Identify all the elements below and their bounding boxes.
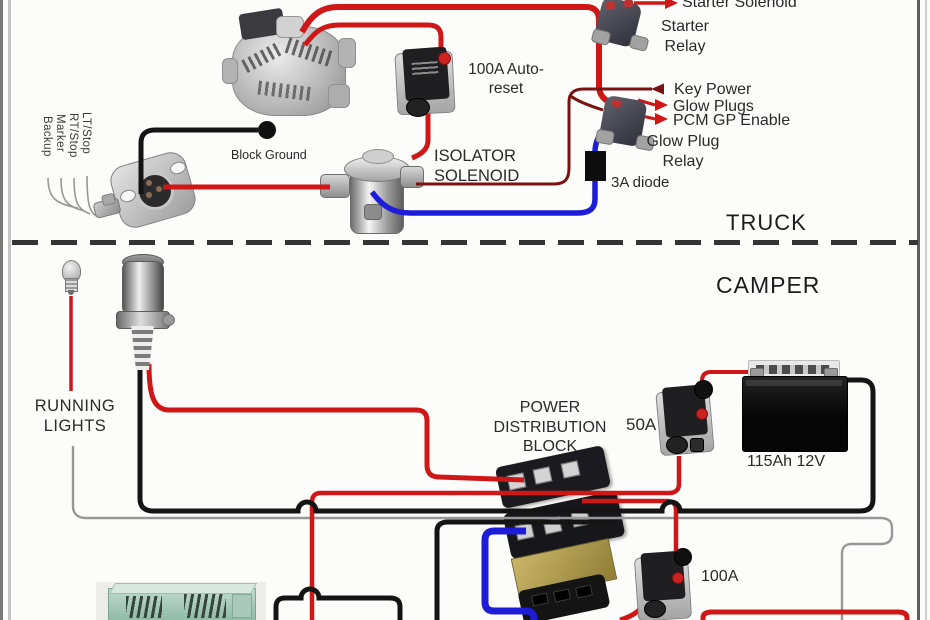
wire-red-breaker-solenoid xyxy=(411,112,431,161)
diode-body xyxy=(585,151,606,181)
connector-pin-1 xyxy=(146,180,152,186)
breaker50-knob xyxy=(694,380,713,399)
breaker50-post-2 xyxy=(690,438,704,452)
starter-relay-image xyxy=(590,0,650,52)
breaker100c-knob xyxy=(674,548,692,566)
battery-body xyxy=(742,376,848,452)
pcm-gp-enable-label: PCM GP Enable xyxy=(673,112,791,129)
plug-spring xyxy=(131,326,154,370)
pin-label-lt-stop: LT/Stop xyxy=(80,112,92,155)
circuit-breaker-100a-truck xyxy=(394,46,456,118)
frame-left-outer xyxy=(0,0,3,620)
bulb-tip xyxy=(68,290,74,295)
pcm-arrowhead xyxy=(655,113,668,125)
wire-red-bus-left xyxy=(309,456,682,620)
wire-red-charge-line xyxy=(146,363,525,483)
battery-body-highlight xyxy=(746,380,842,386)
starter-solenoid-label: Starter Solenoid xyxy=(682,0,797,11)
breaker-100a-camper-label: 100A xyxy=(701,568,739,585)
wire-black-ground-main xyxy=(137,364,876,514)
converter-side-panel xyxy=(232,594,252,618)
glow-relay-terminal xyxy=(611,99,622,108)
power-converter-image xyxy=(96,582,266,620)
battery-image xyxy=(742,358,848,452)
block-ground-dot xyxy=(258,121,276,139)
running-lights-label: RUNNING LIGHTS xyxy=(34,397,116,436)
truck-camper-divider xyxy=(12,240,918,245)
converter-vents-2 xyxy=(184,594,226,618)
glow-plug-relay-label: Glow Plug Relay xyxy=(646,133,720,170)
starter-relay-label: Starter Relay xyxy=(660,18,709,55)
breaker-50a-label: 50A xyxy=(626,415,657,434)
wire-blue-camper xyxy=(481,527,538,620)
truck-section-label: TRUCK xyxy=(726,210,807,235)
pin-label-backup: Backup xyxy=(41,116,53,157)
starter-relay-ear-right xyxy=(628,34,650,52)
pin-label-rt-stop: RT/Stop xyxy=(67,113,79,158)
wire-black-bottom-loop xyxy=(273,586,403,620)
starter-relay-terminal xyxy=(606,2,615,9)
solenoid-top-button xyxy=(362,149,394,164)
frame-right-inner xyxy=(925,0,927,620)
breaker100c-stud-red xyxy=(672,572,684,584)
breaker-100a-label: 100A Auto-reset xyxy=(468,61,544,97)
battery-caps xyxy=(756,365,830,374)
alternator-image xyxy=(222,7,356,118)
key-power-arrowhead xyxy=(651,83,664,95)
wire-red-alt-relay xyxy=(299,3,615,107)
wire-red-alt-breaker xyxy=(302,22,444,58)
isolator-solenoid-label: ISOLATOR SOLENOID xyxy=(434,147,520,186)
pdb-label: POWER DISTRIBUTION BLOCK xyxy=(493,399,607,456)
circuit-breaker-100a-camper xyxy=(633,548,694,620)
frame-right-outer xyxy=(917,0,920,620)
camper-section-label: CAMPER xyxy=(716,272,821,298)
wire-keypower-branch xyxy=(568,93,604,112)
breaker-stud-red xyxy=(438,52,451,65)
connector-pin-3 xyxy=(146,192,152,198)
wire-black-block-ground xyxy=(138,127,258,194)
breaker-label-lines xyxy=(411,61,439,77)
pin-label-marker: Marker xyxy=(54,114,66,153)
alternator-ear-bottom xyxy=(328,84,350,108)
battery-label: 115Ah 12V xyxy=(747,453,825,470)
plug-ear xyxy=(162,314,175,326)
wire-red-bottom-bar xyxy=(700,609,910,620)
starter-solenoid-arrowhead xyxy=(665,0,678,9)
converter-vents-1 xyxy=(126,596,162,618)
solenoid-front-stud xyxy=(364,204,382,220)
glow-plugs-label: Glow Plugs xyxy=(673,98,754,115)
glow-relay-ear-left xyxy=(594,128,616,146)
breaker-bottom-post xyxy=(406,98,430,117)
trailer-plug-image xyxy=(114,254,175,370)
circuit-breaker-50a xyxy=(655,380,716,458)
wire-running-lights-gray xyxy=(71,446,894,620)
wire-black-house xyxy=(434,519,614,620)
plug-upper-cylinder xyxy=(122,261,164,315)
breaker50-stud-red xyxy=(696,408,708,420)
block-ground-label: Block Ground xyxy=(231,148,307,162)
alternator-ear-left xyxy=(222,58,238,84)
breaker50-post-1 xyxy=(666,436,688,454)
key-power-label: Key Power xyxy=(674,81,752,98)
breaker100c-post xyxy=(644,600,666,618)
running-light-bulb-image xyxy=(56,258,86,298)
alternator-ear-right xyxy=(338,38,356,68)
starter-relay-ear-left xyxy=(590,28,612,46)
pin-leader-lines xyxy=(47,175,97,217)
wire-keypower xyxy=(416,87,652,186)
glow-plugs-arrowhead xyxy=(655,99,668,111)
frame-left-inner xyxy=(8,0,11,620)
starter-relay-terminal-2 xyxy=(624,0,633,7)
connector-pin-2 xyxy=(156,186,162,192)
diode-label: 3A diode xyxy=(611,174,670,191)
